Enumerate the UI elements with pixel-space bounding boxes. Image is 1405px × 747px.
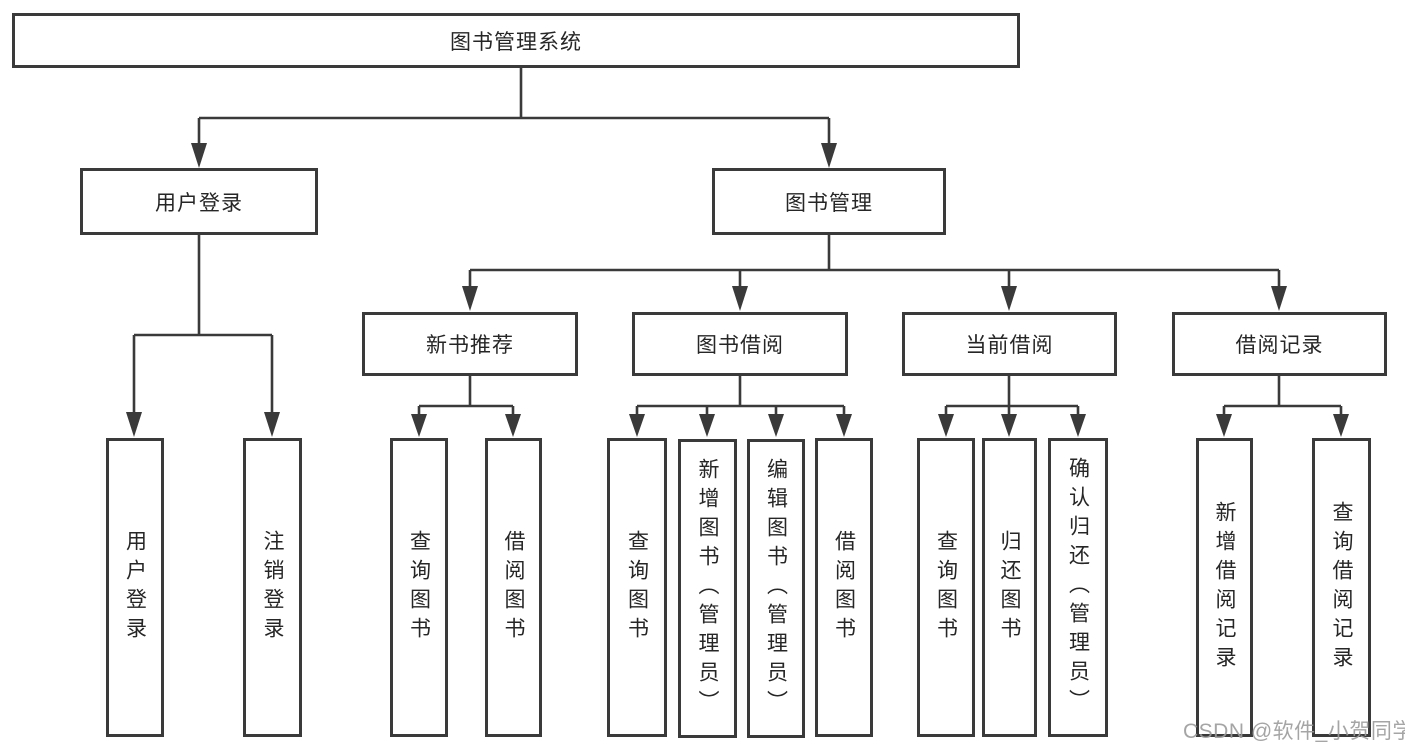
arrowhead-icon	[699, 414, 715, 437]
arrowhead-icon	[1001, 286, 1017, 311]
node-book-management-branch: 图书管理	[712, 168, 946, 235]
connector-book-borrow-to-leaves	[629, 376, 852, 437]
node-label: 借阅记录	[1235, 334, 1324, 357]
node-label: 图书借阅	[696, 334, 784, 357]
leaf-borrow-books: 借阅图书	[815, 438, 873, 737]
node-label: 新增借阅记录	[1213, 500, 1236, 675]
node-label: 归还图书	[998, 529, 1021, 646]
leaf-edit-books-admin: 编辑图书（管理员）	[747, 439, 805, 738]
leaf-query-books-borrowing: 查询图书	[607, 438, 667, 737]
csdn-watermark: CSDN @软件_小贺同学	[1183, 720, 1405, 743]
node-label: 借阅图书	[502, 529, 525, 646]
leaf-confirm-return-admin: 确认归还（管理员）	[1048, 438, 1108, 737]
arrowhead-icon	[1216, 414, 1232, 437]
node-label: 当前借阅	[965, 334, 1054, 357]
arrowhead-icon	[411, 414, 427, 437]
leaf-query-books-current: 查询图书	[917, 438, 975, 737]
arrowhead-icon	[768, 414, 784, 437]
arrowhead-icon	[264, 412, 280, 437]
arrowhead-icon	[1070, 414, 1086, 437]
node-user-login-branch: 用户登录	[80, 168, 318, 235]
node-label: 用户登录	[155, 191, 243, 215]
connector-user-login-to-leaves	[126, 235, 280, 437]
node-library-management-system: 图书管理系统	[12, 13, 1020, 68]
arrowhead-icon	[1271, 286, 1287, 311]
arrowhead-icon	[732, 286, 748, 311]
node-label: 图书管理	[785, 191, 873, 215]
node-label: 查询图书	[407, 529, 431, 646]
node-label: 图书管理系统	[450, 30, 582, 54]
leaf-query-borrow-record: 查询借阅记录	[1312, 438, 1371, 737]
arrowhead-icon	[1001, 414, 1017, 437]
node-new-book-recommend: 新书推荐	[362, 312, 578, 376]
connector-current-borrow-to-leaves	[938, 376, 1086, 437]
node-label: 查询借阅记录	[1330, 500, 1353, 675]
arrowhead-icon	[629, 414, 645, 437]
arrowhead-icon	[505, 414, 521, 437]
arrowhead-icon	[126, 412, 142, 437]
node-label: 借阅图书	[832, 529, 856, 646]
connector-borrow-record-to-leaves	[1216, 376, 1349, 437]
connector-book-mgmt-to-level3	[462, 235, 1287, 311]
leaf-user-login: 用户登录	[106, 438, 164, 737]
leaf-query-books-recommend: 查询图书	[390, 438, 448, 737]
node-label: 查询图书	[625, 529, 649, 646]
node-label: 新增图书（管理员）	[696, 458, 719, 719]
leaf-borrow-books-recommend: 借阅图书	[485, 438, 542, 737]
leaf-logout: 注销登录	[243, 438, 302, 737]
node-book-borrowing: 图书借阅	[632, 312, 848, 376]
leaf-add-books-admin: 新增图书（管理员）	[678, 439, 737, 738]
node-borrowing-records: 借阅记录	[1172, 312, 1387, 376]
node-label: 用户登录	[123, 529, 147, 646]
node-label: 注销登录	[261, 529, 284, 646]
node-label: 确认归还（管理员）	[1066, 457, 1090, 718]
connector-new-book-rec-to-leaves	[411, 376, 521, 437]
connector-root-to-level2	[191, 68, 837, 168]
leaf-return-books: 归还图书	[982, 438, 1037, 737]
arrowhead-icon	[821, 143, 837, 168]
leaf-add-borrow-record: 新增借阅记录	[1196, 438, 1253, 737]
arrowhead-icon	[1333, 414, 1349, 437]
arrowhead-icon	[191, 143, 207, 168]
arrowhead-icon	[938, 414, 954, 437]
arrowhead-icon	[462, 286, 478, 311]
node-label: 新书推荐	[426, 334, 514, 357]
node-label: 查询图书	[934, 529, 958, 646]
node-current-borrowing: 当前借阅	[902, 312, 1117, 376]
arrowhead-icon	[836, 414, 852, 437]
node-label: 编辑图书（管理员）	[764, 458, 788, 719]
